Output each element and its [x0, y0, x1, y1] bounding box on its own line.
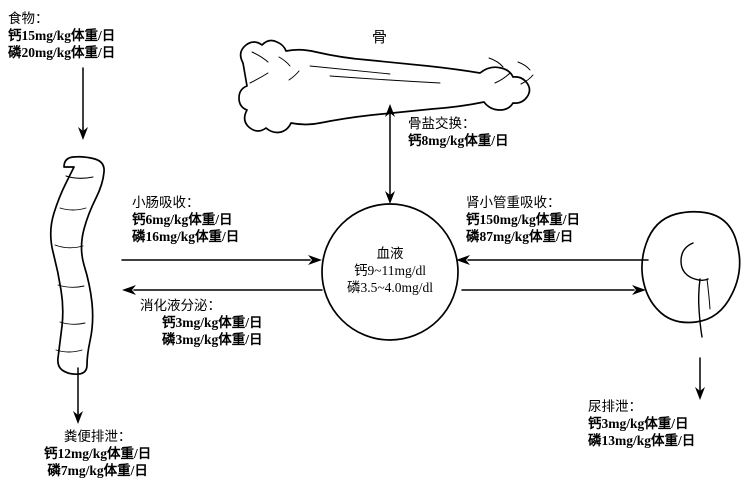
label-digestive-secretion-line1: 钙3mg/kg体重/日 — [162, 315, 263, 330]
label-bone: 骨 — [372, 30, 388, 46]
label-intestinal-absorption: 小肠吸收： 钙6mg/kg体重/日 磷16mg/kg体重/日 — [132, 194, 239, 245]
label-intestinal-absorption-line1: 钙6mg/kg体重/日 — [132, 212, 233, 227]
label-food-line1: 钙15mg/kg体重/日 — [8, 28, 116, 43]
label-urinary-excretion: 尿排泄： 钙3mg/kg体重/日 磷13mg/kg体重/日 — [588, 398, 695, 449]
label-renal-reabsorption-line1: 钙150mg/kg体重/日 — [466, 212, 581, 227]
label-fecal-excretion-line2: 磷7mg/kg体重/日 — [47, 463, 148, 478]
label-renal-reabsorption-title: 肾小管重吸收： — [466, 195, 561, 210]
kidney-illustration — [641, 210, 741, 338]
arrow-intestine-to-feces — [73, 367, 83, 424]
label-bone-salt-exchange: 骨盐交换： 钙8mg/kg体重/日 — [408, 115, 509, 149]
arrow-bone-blood-exchange — [385, 104, 395, 204]
label-renal-tubular-reabsorption: 肾小管重吸收： 钙150mg/kg体重/日 磷87mg/kg体重/日 — [466, 194, 580, 245]
label-renal-reabsorption-line2: 磷87mg/kg体重/日 — [466, 229, 574, 244]
intestine-illustration — [49, 155, 105, 376]
label-fecal-excretion-line1: 钙12mg/kg体重/日 — [44, 446, 152, 461]
label-intestinal-absorption-line2: 磷16mg/kg体重/日 — [132, 229, 240, 244]
arrow-digestive-secretion — [122, 285, 323, 295]
arrow-blood-to-kidney — [461, 285, 646, 295]
arrow-intestinal-absorption — [121, 255, 322, 265]
label-food-line2: 磷20mg/kg体重/日 — [8, 45, 116, 60]
arrow-food-to-intestine — [78, 67, 88, 140]
blood-node-name: 血液 — [376, 246, 404, 261]
label-digestive-secretion: 消化液分泌： 钙3mg/kg体重/日 磷3mg/kg体重/日 — [140, 297, 263, 348]
blood-node-line2: 磷3.5~4.0mg/dl — [346, 280, 434, 295]
label-fecal-excretion: 粪便排泄： 钙12mg/kg体重/日 磷7mg/kg体重/日 — [44, 428, 151, 479]
label-urinary-excretion-line2: 磷13mg/kg体重/日 — [588, 433, 696, 448]
label-urinary-excretion-title: 尿排泄： — [588, 399, 642, 414]
label-bone-salt-exchange-line1: 钙8mg/kg体重/日 — [408, 133, 509, 148]
label-digestive-secretion-title: 消化液分泌： — [140, 298, 221, 313]
arrow-renal-reabsorption — [456, 255, 649, 265]
label-digestive-secretion-line2: 磷3mg/kg体重/日 — [162, 332, 263, 347]
label-food: 食物： 钙15mg/kg体重/日 磷20mg/kg体重/日 — [8, 10, 115, 61]
label-bone-salt-exchange-title: 骨盐交换： — [408, 116, 476, 131]
label-fecal-excretion-title: 粪便排泄： — [63, 429, 132, 444]
blood-node-line1: 钙9~11mg/dl — [353, 263, 427, 278]
label-urinary-excretion-line1: 钙3mg/kg体重/日 — [588, 416, 689, 431]
label-food-title: 食物： — [8, 11, 49, 26]
blood-node-text: 血液 钙9~11mg/dl 磷3.5~4.0mg/dl — [325, 245, 455, 296]
label-intestinal-absorption-title: 小肠吸收： — [132, 195, 200, 210]
arrow-kidney-to-urine — [695, 357, 705, 400]
